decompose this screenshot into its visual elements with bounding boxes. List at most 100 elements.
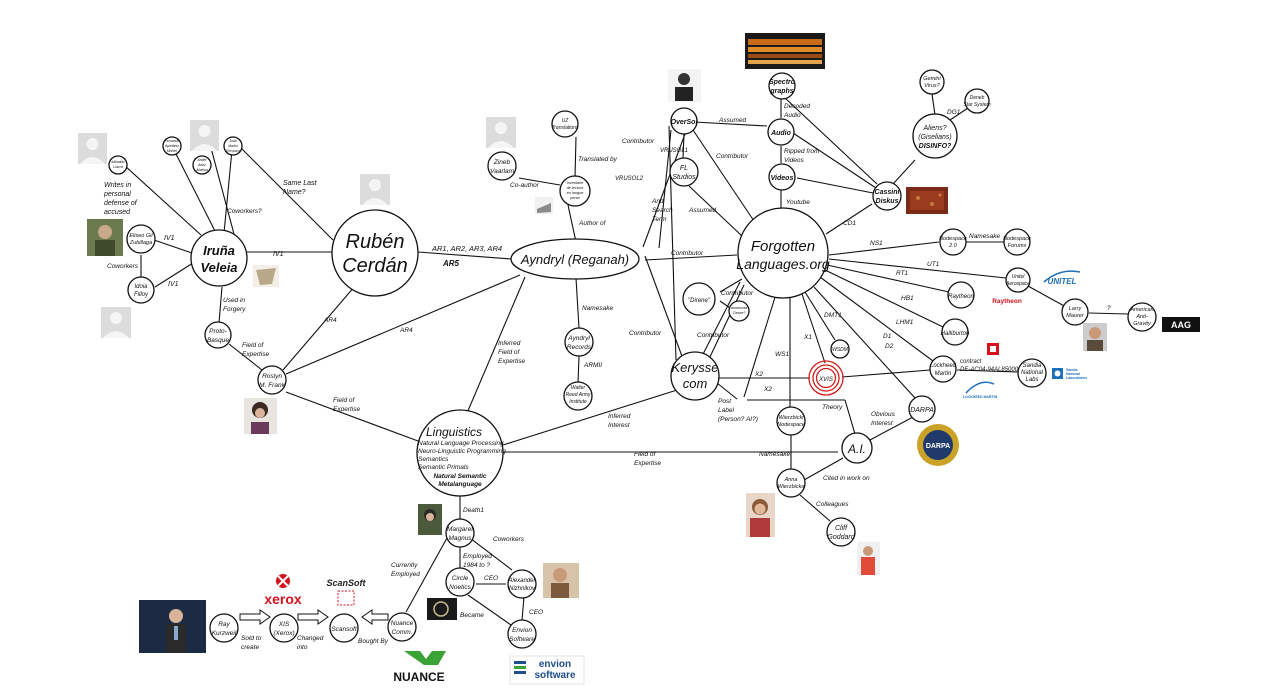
label-search-2: Search bbox=[652, 207, 673, 214]
node-proto-basque[interactable]: Proto- Basque bbox=[204, 321, 232, 349]
node-idoia[interactable]: Idoia Filloy bbox=[127, 276, 155, 304]
node-cn-line1: Circle bbox=[452, 575, 469, 582]
node-inventaire[interactable]: Inventaire de lecture en langue perse bbox=[559, 175, 591, 207]
label-same-last-1: Same Last bbox=[283, 180, 318, 187]
node-idibaldo[interactable]: Idibaldo Llarra bbox=[108, 155, 128, 175]
chain-arrows bbox=[239, 609, 389, 625]
label-post-1: Post bbox=[718, 398, 732, 405]
node-lockheed[interactable]: Lockheed Martin bbox=[929, 355, 957, 383]
node-cliff-line1: Cliff bbox=[835, 525, 848, 532]
node-oversol[interactable]: OverSol bbox=[670, 107, 699, 135]
node-ray-kurzweil[interactable]: Ray Kurzweil bbox=[209, 613, 239, 643]
node-audio[interactable]: Audio bbox=[767, 118, 795, 146]
node-kerysse[interactable]: Kerysse com bbox=[670, 351, 720, 401]
node-linguistics-title: Linguistics bbox=[426, 425, 482, 439]
node-nuance-line2: Comm. bbox=[392, 629, 413, 636]
scansoft-logo: ScanSoft bbox=[326, 578, 367, 606]
label-same-last-2: Name? bbox=[283, 189, 306, 196]
node-larry-line2: Maurer bbox=[1066, 313, 1085, 319]
node-small-a[interactable]: Fernando Apellániz Mohen bbox=[162, 136, 182, 156]
node-nodespace-2[interactable]: Nodespace 2.0 bbox=[939, 228, 967, 256]
label-x1: X1 bbox=[803, 334, 812, 341]
node-iruna-veleia[interactable]: Iruña Veleia bbox=[190, 229, 248, 287]
label-cited: Cited in work on bbox=[823, 475, 870, 482]
node-eliseo-line2: Zubillaga bbox=[129, 240, 152, 246]
lockheed-logo-text: LOCKHEED MARTIN bbox=[963, 395, 998, 399]
node-raytheon[interactable]: Raytheon bbox=[947, 281, 975, 309]
envion-logo: envion software bbox=[509, 655, 585, 685]
label-theory: Theory bbox=[822, 404, 843, 411]
photo-margaret bbox=[418, 504, 442, 535]
label-inferred-field-2: Field of bbox=[498, 349, 521, 356]
node-ai[interactable]: A.I. bbox=[841, 432, 873, 464]
node-halliburton[interactable]: Halliburton bbox=[941, 318, 970, 346]
node-alex-line2: Nizhnikov bbox=[509, 586, 536, 592]
node-aliens-line3: DISINFO? bbox=[919, 143, 952, 150]
label-foe-b-2: Expertise bbox=[333, 406, 360, 413]
node-direne[interactable]: "Direne" bbox=[682, 282, 716, 316]
node-cassini-diskus[interactable]: Cassini Diskus bbox=[872, 181, 902, 211]
node-wierzbicki-nodespace[interactable]: Wierzbicki Nodespace bbox=[776, 406, 806, 436]
node-walter-reed[interactable]: Walter Reed Army Institute bbox=[563, 381, 593, 411]
node-uz-translations[interactable]: UZ Translations bbox=[551, 110, 579, 138]
label-q-mark: ? bbox=[1107, 305, 1111, 312]
node-roslyn[interactable]: Roslyn M. Frank bbox=[257, 365, 287, 395]
node-ayndryl[interactable]: Ayndryl (Reganah) bbox=[510, 238, 640, 280]
node-idoia-line2: Filloy bbox=[134, 292, 149, 298]
node-linguistics[interactable]: Linguistics Natural Language Processing … bbox=[416, 409, 506, 497]
photo-alexander bbox=[543, 563, 579, 598]
node-ns2-line1: Nodespace bbox=[939, 236, 967, 242]
node-nodespace-forums[interactable]: Nodespace Forums bbox=[1003, 228, 1031, 256]
node-annexonia[interactable]: Annexonia Cleoxe? bbox=[728, 300, 750, 322]
edges bbox=[123, 93, 1129, 626]
node-ayndryl-records[interactable]: Ayndryl Records bbox=[564, 327, 594, 357]
node-nuance[interactable]: Nuance Comm. bbox=[387, 612, 417, 642]
node-darpa[interactable]: DARPA bbox=[908, 395, 936, 423]
node-zineb-line1: Zineb bbox=[493, 159, 511, 166]
avatar-placeholder-1 bbox=[78, 133, 107, 164]
node-aliens[interactable]: Aliens? (Giselians) DISINFO? bbox=[912, 113, 958, 159]
node-circle-noetics[interactable]: Circle Noetics bbox=[445, 567, 475, 597]
node-american-anti-gravity[interactable]: American Anti- Gravity bbox=[1127, 302, 1157, 332]
node-xvis-label: XVIS bbox=[818, 377, 833, 383]
xerox-logo: xerox bbox=[264, 574, 302, 607]
label-coworkers-irun: Coworkers bbox=[107, 263, 139, 270]
scansoft-logo-text: ScanSoft bbox=[326, 578, 366, 588]
label-inferred-field-3: Expertise bbox=[498, 358, 525, 365]
node-alexander[interactable]: Alexander Nizhnikov bbox=[507, 569, 537, 599]
node-unitel-aerospace[interactable]: Unitel Aerospace bbox=[1005, 267, 1031, 293]
node-deneb[interactable]: Deneb Star System bbox=[963, 88, 991, 114]
node-gemini-line2: Virus? bbox=[924, 83, 940, 89]
node-wsdm[interactable]: WSDM bbox=[830, 339, 850, 359]
node-small-b[interactable]: Ander Adoz Abaitua bbox=[192, 155, 212, 175]
label-inferred-field-1: Inferred bbox=[498, 340, 521, 347]
node-larry-line1: Larry bbox=[1069, 306, 1083, 312]
node-envion-software[interactable]: Envion Software bbox=[507, 619, 537, 649]
node-lockheed-line1: Lockheed bbox=[930, 363, 957, 369]
node-eliseo[interactable]: Eliseo Gil Zubillaga bbox=[126, 224, 156, 254]
node-ruben-cerdan[interactable]: Rubén Cerdán bbox=[331, 209, 419, 297]
node-pb-line2: Basque bbox=[207, 337, 229, 344]
node-cliff-goddard[interactable]: Cliff Goddard bbox=[826, 517, 856, 547]
node-forgotten-languages[interactable]: Forgotten Languages.org bbox=[736, 207, 830, 299]
node-cassini-line1: Cassini bbox=[875, 189, 901, 196]
sandia-logo-line3: Laboratories bbox=[1066, 376, 1087, 380]
node-xis-xerox[interactable]: XIS (Xerox) bbox=[269, 613, 299, 643]
node-anna-wierzbicka[interactable]: Anna Wierzbicka bbox=[776, 468, 806, 498]
node-spectrographs[interactable]: Spectro graphs bbox=[768, 72, 796, 100]
node-zineb[interactable]: Zineb Vaarlam bbox=[487, 151, 517, 181]
node-fl-studios[interactable]: FL Studios bbox=[669, 157, 699, 187]
node-larry-maurer[interactable]: Larry Maurer bbox=[1061, 298, 1089, 326]
node-scansoft[interactable]: Scansoft bbox=[329, 613, 359, 643]
node-xvis[interactable]: XVIS bbox=[808, 360, 844, 396]
node-small-c[interactable]: Juan Martín Elexpuru bbox=[223, 136, 243, 156]
node-sandia[interactable]: Sandia National Labs bbox=[1017, 358, 1047, 388]
label-changed-1: Changed bbox=[297, 635, 324, 642]
sandia-logo-line1: Sandia bbox=[1066, 368, 1078, 372]
node-gemini[interactable]: Gemini Virus? bbox=[919, 69, 945, 95]
photo-ray-kurzweil bbox=[139, 600, 206, 653]
label-bought-by: Bought By bbox=[358, 638, 389, 645]
node-videos[interactable]: Videos bbox=[768, 163, 796, 191]
node-margaret-magnus[interactable]: Margaret Magnus bbox=[445, 518, 475, 548]
node-idibaldo-line2: Llarra bbox=[113, 165, 123, 169]
